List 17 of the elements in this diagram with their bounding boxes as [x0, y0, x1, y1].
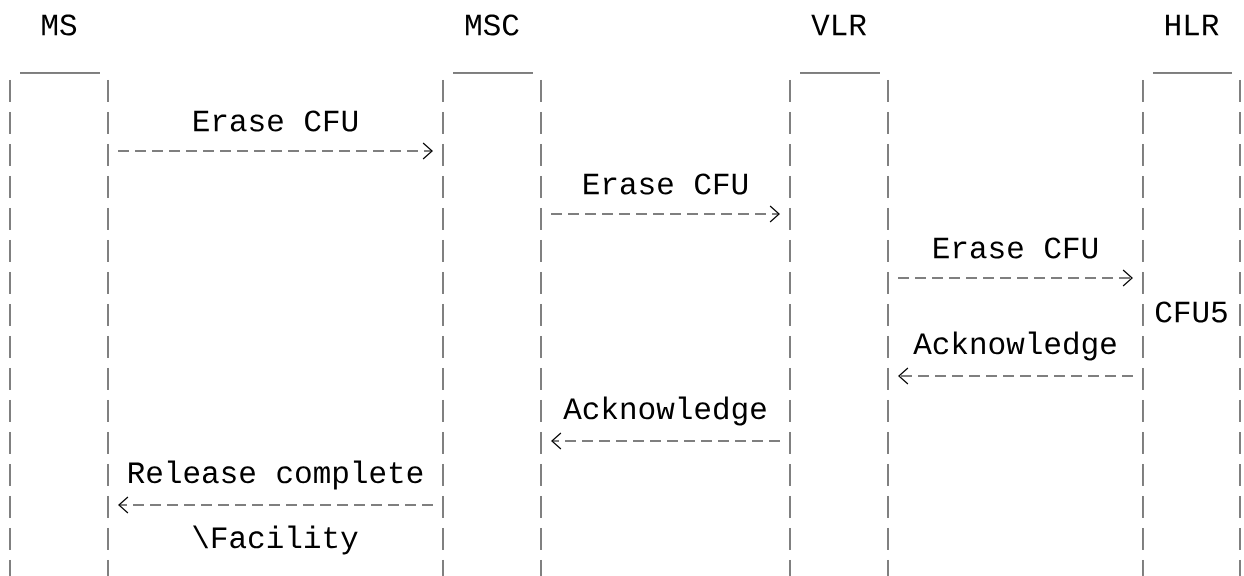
edge-label: Release complete	[125, 459, 426, 491]
edge-label: Acknowledge	[562, 395, 769, 427]
arrow	[550, 205, 780, 223]
note-text: \Facility	[193, 525, 358, 555]
lifeline-column: HLR CFU5	[1142, 14, 1241, 576]
edge-label: Erase CFU	[190, 109, 361, 133]
arrow	[897, 269, 1133, 287]
arrow	[118, 496, 434, 514]
edge-label: Erase CFU	[580, 172, 751, 196]
lifeline-column: MSC	[442, 14, 542, 576]
edge-label: Acknowledge	[912, 330, 1119, 362]
lifeline-column: MS	[9, 14, 109, 576]
arrow	[898, 367, 1134, 385]
arrow	[117, 142, 433, 160]
arrow	[551, 432, 781, 450]
edge-label: Erase CFU	[930, 236, 1101, 260]
lifeline-column: VLR	[789, 14, 889, 576]
